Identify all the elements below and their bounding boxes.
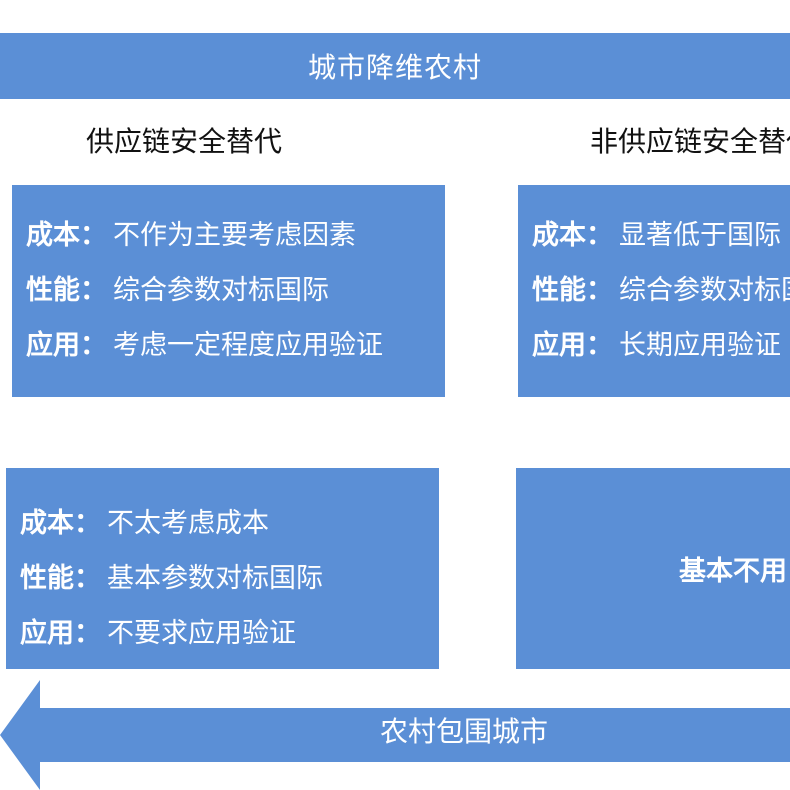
row-application: 应用： 不要求应用验证 [20,603,439,658]
row-key: 应用 [532,330,586,361]
box-top-left: 成本： 不作为主要考虑因素 性能： 综合参数对标国际 应用： 考虑一定程度应用验… [12,185,445,397]
row-cost: 成本： 不太考虑成本 [20,493,439,548]
row-value: 不要求应用验证 [107,618,296,649]
column-title-supply-chain: 供应链安全替代 [86,125,283,158]
box-bottom-right-label: 基本不用 [679,556,787,587]
row-value: 不作为主要考虑因素 [113,220,356,251]
row-application: 应用： 考虑一定程度应用验证 [26,315,445,370]
top-banner: 城市降维农村 [0,33,790,99]
row-key: 性能 [26,275,80,306]
row-application: 应用： 长期应用验证 [532,315,790,370]
row-key: 成本 [532,220,586,251]
row-value: 显著低于国际 [619,220,781,251]
column-title-non-supply-chain: 非供应链安全替代 [590,125,790,158]
row-key: 应用 [20,618,74,649]
box-top-right: 成本： 显著低于国际 性能： 综合参数对标国际 应用： 长期应用验证 [518,185,790,397]
bottom-arrow-label: 农村包围城市 [380,715,549,748]
row-key: 成本 [20,508,74,539]
row-cost: 成本： 不作为主要考虑因素 [26,205,445,260]
box-bottom-left: 成本： 不太考虑成本 性能： 基本参数对标国际 应用： 不要求应用验证 [6,468,439,669]
left-arrow-icon [0,680,790,790]
row-key: 性能 [532,275,586,306]
row-value: 考虑一定程度应用验证 [113,330,383,361]
row-value: 长期应用验证 [619,330,781,361]
row-cost: 成本： 显著低于国际 [532,205,790,260]
row-key: 性能 [20,563,74,594]
row-value: 基本参数对标国际 [107,563,323,594]
row-value: 综合参数对标国际 [619,275,790,306]
box-bottom-right: 基本不用 [516,468,790,669]
top-banner-label: 城市降维农村 [307,51,482,84]
row-value: 不太考虑成本 [107,508,269,539]
row-performance: 性能： 综合参数对标国际 [26,260,445,315]
row-key: 应用 [26,330,80,361]
row-key: 成本 [26,220,80,251]
row-performance: 性能： 综合参数对标国际 [532,260,790,315]
row-value: 综合参数对标国际 [113,275,329,306]
row-performance: 性能： 基本参数对标国际 [20,548,439,603]
